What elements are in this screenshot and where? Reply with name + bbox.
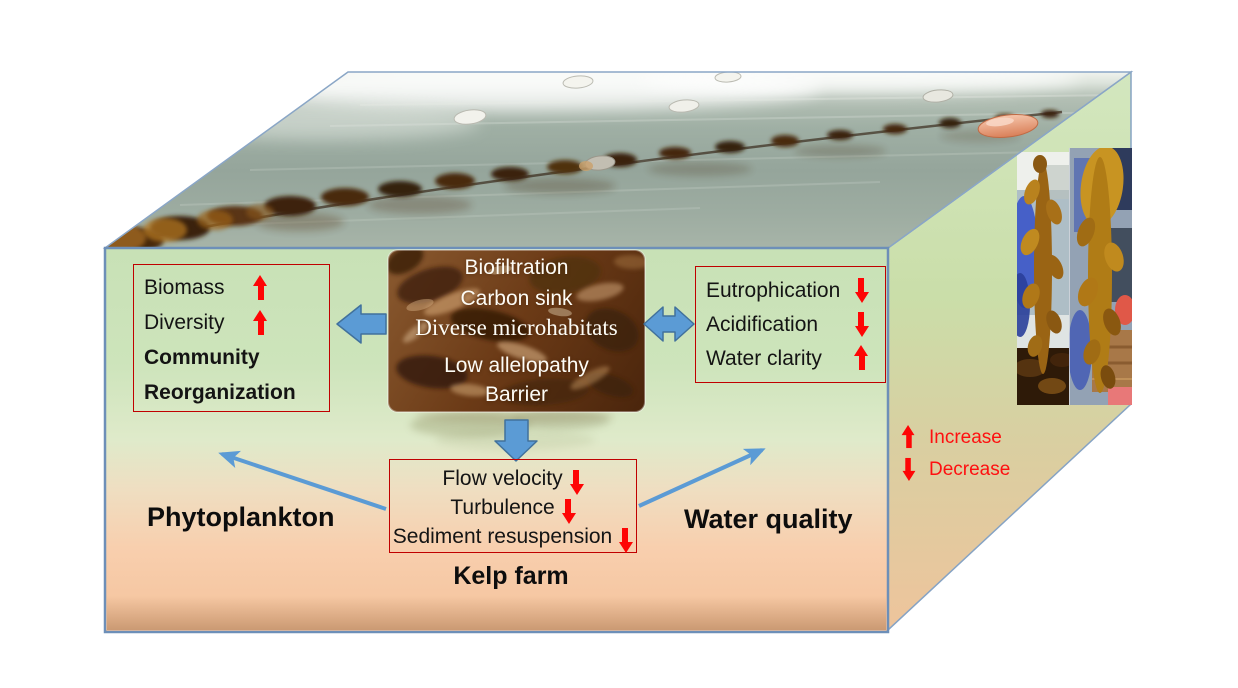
underwater-kelp-shadows: [256, 130, 1020, 231]
legend-increase-label: Increase: [929, 426, 1002, 448]
kelp-service-label: Biofiltration: [464, 256, 569, 279]
metric-label: Sediment resuspension: [392, 525, 613, 548]
metric-row: Reorganization: [144, 375, 329, 410]
top-face-ocean-photo: [105, 72, 1131, 248]
kelp-service-label: Barrier: [484, 383, 548, 406]
kelp-service-label: Low allelopathy: [444, 354, 589, 377]
metric-label: Biomass: [144, 276, 225, 299]
kelp-longline: [105, 110, 1063, 248]
trend-down-icon: [902, 457, 916, 481]
arrow-to-community-box: [336, 304, 387, 344]
kelp-service-label: Carbon sink: [460, 287, 573, 310]
metric-row: Diversity: [144, 305, 329, 340]
community-effects-box: Biomass Diversity Community Reorganizati…: [133, 264, 330, 412]
metric-row: Community: [144, 340, 329, 375]
photo-reflection: [410, 409, 615, 450]
arrow-to-phytoplankton: [218, 450, 387, 511]
metric-label: Flow velocity: [442, 467, 563, 490]
phytoplankton-label: Phytoplankton: [147, 502, 335, 532]
kelp-specimen-photo-1: [1017, 152, 1069, 405]
trend-arrow-icon: [854, 345, 869, 371]
kelp-service-label: Diverse microhabitats: [415, 315, 618, 340]
trend-arrow-icon: [561, 498, 576, 524]
water-quality-effects-box: Eutrophication Acidification Water clari…: [695, 266, 886, 383]
trend-arrow-icon: [253, 309, 268, 336]
metric-label: Reorganization: [144, 381, 296, 404]
legend-decrease: Decrease: [901, 454, 1010, 484]
metric-row: Turbulence: [390, 493, 636, 522]
right-face: [887, 70, 1132, 632]
legend-decrease-label: Decrease: [929, 458, 1011, 480]
water-quality-label: Water quality: [684, 504, 853, 534]
trend-arrow-icon: [253, 274, 268, 301]
metric-row: Biomass: [144, 270, 329, 305]
trend-arrow-icon: [569, 469, 584, 495]
metric-row: Water clarity: [706, 341, 885, 375]
legend-increase: Increase: [901, 422, 1002, 452]
arrow-to-water-quality: [638, 448, 766, 508]
metric-label: Acidification: [706, 312, 819, 336]
arrow-water-exchange: [643, 306, 695, 342]
metric-label: Eutrophication: [706, 278, 841, 302]
metric-row: Sediment resuspension: [390, 522, 636, 551]
kelp-closeup-photo: [387, 249, 646, 413]
metric-label: Water clarity: [706, 346, 822, 370]
metric-label: Diversity: [144, 311, 225, 334]
metric-row: Flow velocity: [390, 464, 636, 493]
metric-row: Acidification: [706, 307, 885, 341]
buoys: [453, 72, 1039, 171]
trend-arrow-icon: [854, 311, 869, 337]
trend-arrow-icon: [618, 527, 633, 553]
metric-label: Community: [144, 346, 260, 369]
kelp-farm-label: Kelp farm: [453, 562, 569, 590]
trend-arrow-icon: [854, 277, 869, 303]
hydrodynamics-effects-box: Flow velocity Turbulence Sediment resusp…: [389, 459, 637, 553]
kelp-specimen-photo-2: [1069, 148, 1132, 405]
arrow-to-flow-box: [494, 419, 538, 462]
metric-label: Turbulence: [450, 496, 555, 519]
metric-row: Eutrophication: [706, 273, 885, 307]
trend-up-icon: [901, 425, 916, 449]
